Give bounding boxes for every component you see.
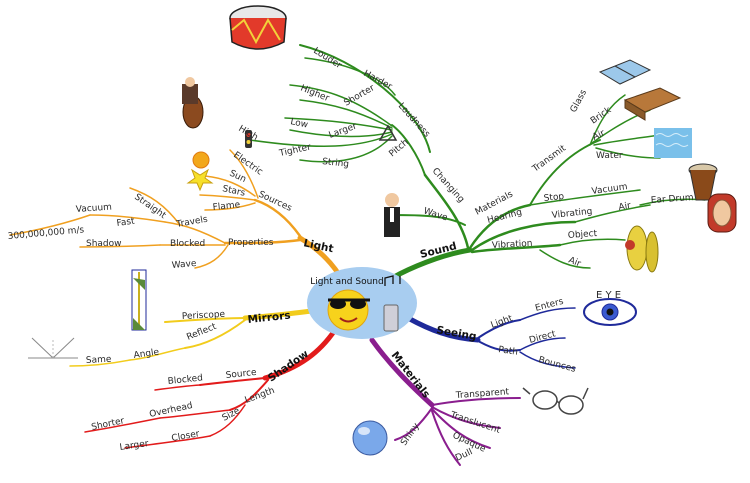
label-object: Object — [568, 229, 598, 241]
label-closer: Closer — [171, 429, 201, 444]
label-blocked-light: Blocked — [170, 239, 205, 249]
label-flame: Flame — [212, 200, 241, 213]
electric-light-picture — [245, 130, 252, 148]
label-direct: Direct — [528, 329, 557, 346]
label-light-seeing: Light — [490, 314, 515, 331]
water-picture — [654, 128, 692, 158]
label-larger: Larger — [328, 121, 359, 140]
label-low: Low — [289, 117, 308, 130]
branch-shadow — [84, 327, 338, 449]
label-string: String — [322, 157, 350, 170]
label-air-hearing: Air — [618, 201, 632, 213]
label-air-transmit: Air — [591, 128, 607, 142]
label-shadow-light: Shadow — [86, 239, 122, 249]
triangle-picture — [378, 124, 398, 141]
branch-label-seeing: Seeing — [435, 324, 477, 343]
label-stars: Stars — [221, 184, 246, 199]
reflection-angle-picture — [28, 337, 78, 359]
label-path: Path — [498, 345, 519, 358]
label-larger-shadow: Larger — [119, 439, 149, 453]
label-angle: Angle — [133, 347, 160, 361]
label-glass: Glass — [569, 88, 589, 114]
label-transparent: Transparent — [455, 387, 510, 401]
branch-label-shadow: Shadow — [266, 348, 311, 385]
label-bounces: Bounces — [537, 355, 577, 375]
label-enters: Enters — [534, 297, 565, 314]
label-water: Water — [596, 151, 623, 161]
label-same: Same — [86, 355, 112, 366]
label-periscope: Periscope — [182, 310, 226, 322]
branch-label-materials: Materials — [389, 349, 433, 400]
cymbal-picture — [625, 225, 659, 273]
violin-player-picture — [182, 77, 204, 129]
label-air-vibration: Air — [567, 256, 582, 270]
label-fast: Fast — [116, 216, 136, 228]
label-tighter: Tighter — [278, 142, 313, 159]
branch-seeing — [405, 307, 576, 369]
label-eye: E Y E — [596, 290, 621, 301]
label-ear-drum: Ear Drum — [651, 193, 694, 206]
label-wave-light: Wave — [171, 259, 197, 271]
label-dull: Dull — [454, 447, 474, 464]
label-transmit: Transmit — [530, 143, 568, 175]
drum-picture — [229, 5, 287, 50]
center-title: Light and Sound — [310, 277, 383, 287]
branch-sound — [249, 44, 706, 281]
eye-picture — [583, 298, 637, 326]
label-vacuum-sound: Vacuum — [591, 182, 628, 197]
center-node — [307, 267, 417, 339]
label-properties: Properties — [228, 238, 274, 248]
brick-picture — [623, 87, 682, 121]
label-vibrating: Vibrating — [551, 207, 593, 221]
sun-picture — [186, 151, 214, 192]
conductor-picture — [384, 193, 400, 237]
branch-label-mirrors: Mirrors — [247, 310, 291, 326]
glasses-picture — [522, 387, 589, 415]
label-stop: Stop — [543, 192, 565, 204]
label-shorter-shadow: Shorter — [91, 416, 126, 433]
label-wave: Wave — [422, 206, 449, 223]
label-source: Source — [225, 368, 257, 381]
branch-materials — [369, 337, 521, 466]
label-louder: Louder — [311, 46, 343, 71]
label-blocked-shadow: Blocked — [167, 373, 203, 387]
shiny-ball-picture — [352, 420, 388, 456]
hand-drum-picture — [688, 163, 718, 201]
periscope-picture — [131, 269, 147, 331]
window-picture — [598, 59, 652, 85]
ear-picture — [707, 193, 737, 233]
label-vacuum-light: Vacuum — [76, 202, 113, 214]
label-speed: 300,000,000 m/s — [7, 225, 84, 242]
label-vibration: Vibration — [492, 239, 533, 251]
label-changing: Changing — [430, 166, 466, 205]
